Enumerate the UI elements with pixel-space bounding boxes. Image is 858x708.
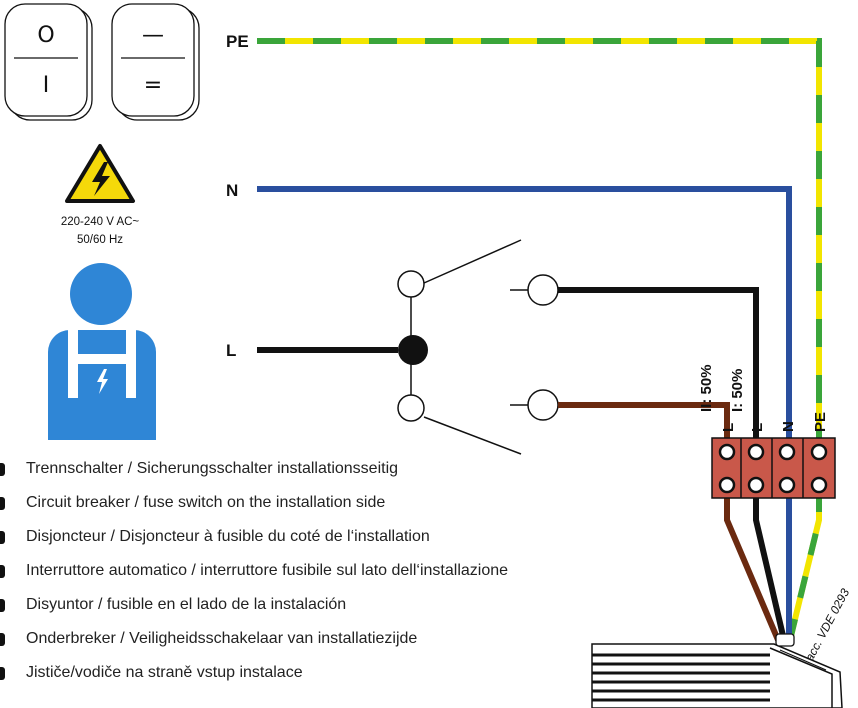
terminal-label-n: N	[780, 421, 797, 432]
pe-label: PE	[226, 32, 249, 51]
caption-item-nl: Onderbreker / Veiligheidsschakelaar van …	[0, 628, 508, 662]
bullet-icon	[0, 497, 5, 510]
terminal-label-pe: PE	[812, 412, 829, 432]
neutral-wire	[257, 186, 792, 640]
frequency-spec: 50/60 Hz	[77, 234, 123, 246]
caption-text: Onderbreker / Veiligheidsschakelaar van …	[26, 630, 418, 647]
caption-item-cs: Jističe/vodiče na straně vstup instalace	[0, 662, 508, 696]
load-label-1: I: 50%	[729, 369, 746, 412]
caption-text: Circuit breaker / fuse switch on the ins…	[26, 494, 386, 511]
caption-text: Jističe/vodiče na straně vstup instalace	[26, 664, 303, 681]
electrician-icon	[48, 263, 156, 440]
bullet-icon	[0, 565, 5, 578]
changeover-switch	[397, 239, 559, 455]
l-label: L	[226, 341, 236, 360]
appliance-unit	[591, 633, 843, 708]
caption-item-fr: Disjoncteur / Disjoncteur à fusible du c…	[0, 526, 508, 560]
voltage-spec: 220-240 V AC~	[61, 216, 140, 228]
terminal-block	[711, 437, 836, 499]
bullet-icon	[0, 531, 5, 544]
phase1-cable	[753, 490, 787, 641]
caption-text: Disyuntor / fusible en el lado de la ins…	[26, 596, 347, 613]
terminal-label-l2: L	[720, 423, 737, 432]
caption-item-en: Circuit breaker / fuse switch on the ins…	[0, 492, 508, 526]
load-label-2: II: 50%	[698, 364, 715, 412]
phase1-wire	[558, 287, 759, 438]
caption-list: Trennschalter / Sicherungsschalter insta…	[0, 458, 508, 696]
caption-text: Trennschalter / Sicherungsschalter insta…	[26, 460, 399, 477]
caption-item-it: Interruttore automatico / interruttore f…	[0, 560, 508, 594]
switch-off-symbol: O	[37, 23, 54, 48]
caption-item-de: Trennschalter / Sicherungsschalter insta…	[0, 458, 508, 492]
phase2-wire	[558, 402, 730, 438]
phase2-cable	[724, 490, 781, 642]
caption-text: Disjoncteur / Disjoncteur à fusible du c…	[26, 528, 430, 545]
pe-wire	[257, 38, 822, 641]
high-voltage-warning-icon	[65, 144, 135, 203]
bullet-icon	[0, 633, 5, 646]
bullet-icon	[0, 667, 5, 680]
caption-text: Interruttore automatico / interruttore f…	[26, 562, 509, 579]
bullet-icon	[0, 463, 5, 476]
equals-symbol: =	[144, 73, 162, 98]
dc-switch-symbol: — =	[111, 3, 200, 121]
switch-on-symbol: I	[43, 73, 50, 98]
onoff-switch-symbol: O I	[4, 3, 93, 121]
bullet-icon	[0, 599, 5, 612]
terminal-label-l1: L	[749, 423, 766, 432]
cable-standard-note: acc. VDE 0293	[802, 586, 852, 664]
n-label: N	[226, 181, 238, 200]
caption-item-es: Disyuntor / fusible en el lado de la ins…	[0, 594, 508, 628]
dash-symbol: —	[142, 23, 164, 48]
